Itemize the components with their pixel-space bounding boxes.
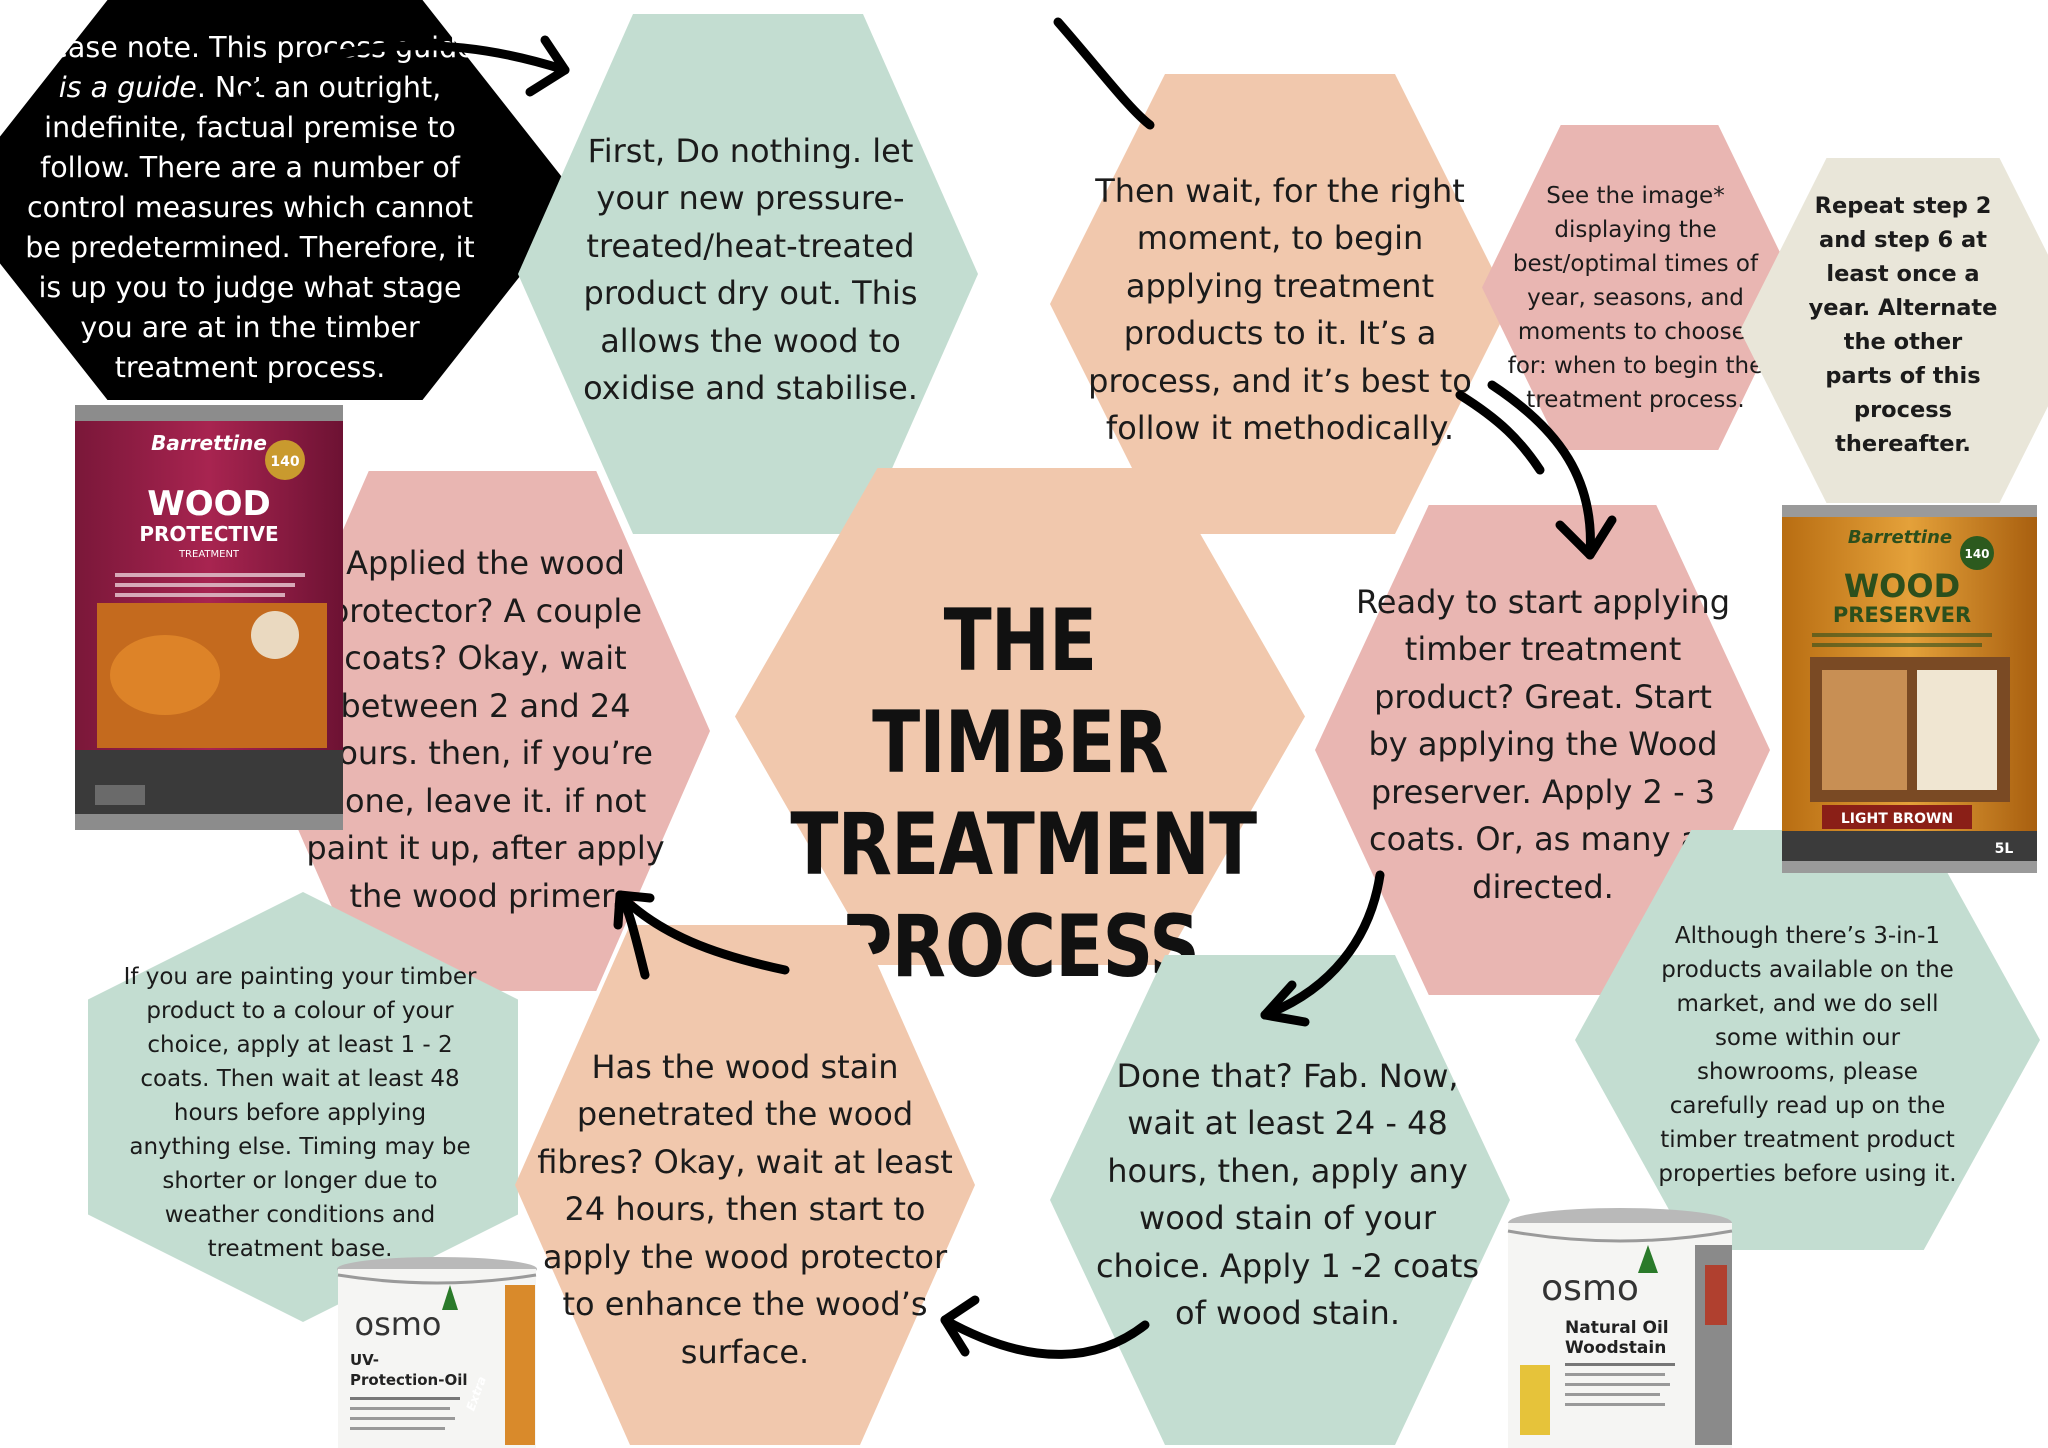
- uv-oil-brand: osmo: [355, 1305, 442, 1343]
- woodstain-brand: osmo: [1541, 1268, 1639, 1309]
- arrow-step3-to-step4-icon: [1260, 870, 1385, 1027]
- protective-brand: Barrettine: [151, 431, 267, 455]
- image-note-text: See the image* displaying the best/optim…: [1507, 183, 1764, 413]
- disclaimer-part2: . Not an outright, indefinite, factual p…: [25, 71, 475, 384]
- preserver-badge-icon: [1960, 536, 1994, 570]
- title-line1: THE TIMBER: [872, 591, 1169, 793]
- wood-preserver-product-image: Barrettine 140 WOOD PRESERVER LIGHT BROW…: [1782, 505, 2037, 873]
- step1-hexagon: [518, 14, 978, 534]
- title-line2: TREATMENT: [790, 795, 1257, 895]
- disclaimer-emphasis: is a guide: [58, 71, 197, 104]
- repeat-note-text: Repeat step 2 and step 6 at least once a…: [1808, 193, 1998, 457]
- step4-text: Done that? Fab. Now, wait at least 24 - …: [1095, 1056, 1480, 1333]
- protective-line1: WOOD: [147, 484, 271, 524]
- preserver-badge: 140: [1964, 547, 1989, 561]
- step2-text: Then wait, for the right moment, to begi…: [1088, 171, 1472, 448]
- natural-oil-woodstain-product-image: osmo Natural Oil Woodstain: [1507, 1208, 1733, 1448]
- step6-text: Applied the wood protector? A couple coa…: [306, 544, 665, 915]
- preserver-line2: PRESERVER: [1833, 603, 1971, 627]
- painting-note-text: If you are painting your timber product …: [123, 964, 477, 1262]
- disclaimer-text: Please note. This process guide is a gui…: [25, 28, 475, 388]
- woodstain-line2: Woodstain: [1565, 1338, 1666, 1358]
- three-in-one-note-hexagon: [1575, 830, 2040, 1250]
- step5-text: Has the wood stain penetrated the wood f…: [537, 1047, 953, 1371]
- wood-protective-product-image: Barrettine 140 WOOD PROTECTIVE TREATMENT: [75, 405, 343, 830]
- three-in-one-note-text: Although there’s 3-in-1 products availab…: [1658, 923, 1957, 1187]
- woodstain-line1: Natural Oil: [1565, 1318, 1669, 1338]
- arrow-right-tail-icon: [1455, 390, 1545, 475]
- uv-protection-oil-product-image: osmo UV- Protection-Oil Extra: [337, 1257, 537, 1448]
- protective-line2: PROTECTIVE: [139, 522, 278, 546]
- osmo-tree-icon: [442, 1285, 458, 1310]
- arrow-top-tail-icon: [1053, 17, 1155, 130]
- arrow-step2-to-step3-icon: [1487, 380, 1617, 560]
- arrow-step1-to-step2-icon: [240, 35, 570, 100]
- arrow-step4-to-step5-icon: [940, 1295, 1150, 1359]
- preserver-size: 5L: [1995, 841, 2014, 857]
- protective-badge-icon: [265, 440, 305, 480]
- diagram-title: THE TIMBER TREATMENT PROCESS: [790, 590, 1257, 998]
- uv-oil-line2: Protection-Oil: [350, 1371, 468, 1389]
- protective-badge: 140: [270, 454, 299, 470]
- osmo-tree-icon-2: [1638, 1245, 1658, 1273]
- title-line3: PROCESS: [840, 897, 1200, 997]
- protective-line3: TREATMENT: [178, 549, 240, 560]
- arrow-step6-to-step1-icon: [615, 890, 650, 980]
- preserver-brand: Barrettine: [1848, 527, 1952, 548]
- uv-oil-line1: UV-: [350, 1351, 379, 1369]
- preserver-line1: WOOD: [1844, 567, 1960, 605]
- step3-text: Ready to start applying timber treatment…: [1355, 582, 1731, 906]
- preserver-colour: LIGHT BROWN: [1841, 811, 1953, 827]
- step1-text: First, Do nothing. let your new pressure…: [583, 131, 918, 408]
- step5-hexagon: [515, 925, 975, 1445]
